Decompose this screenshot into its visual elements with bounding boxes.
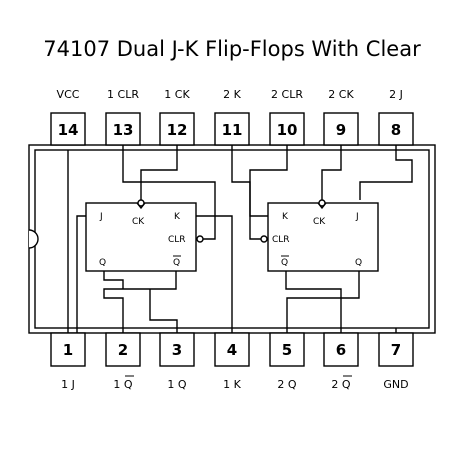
- wire-1-k: [196, 215, 233, 333]
- pin-14-number: 14: [58, 121, 79, 139]
- pin-3-box: [159, 332, 195, 367]
- wire-2-q: [286, 271, 360, 333]
- pin-8-number: 8: [391, 121, 401, 139]
- pin-2-number: 2: [118, 341, 128, 359]
- pin-8-label: 2 J: [389, 88, 403, 101]
- wire-2-clr: [249, 145, 288, 240]
- pin-9-number: 9: [336, 121, 346, 139]
- pin-13-box: [105, 112, 141, 146]
- pin-7-box: [378, 332, 414, 367]
- pin-11-number: 11: [222, 121, 243, 139]
- pin-3-number: 3: [172, 341, 182, 359]
- pin-5-number: 5: [282, 341, 292, 359]
- pin-10-label: 2 CLR: [271, 88, 303, 101]
- pin-5-box: [269, 332, 305, 367]
- wire-2-j: [359, 145, 413, 200]
- pin-10-box: [269, 112, 305, 146]
- pin-7-label: GND: [383, 378, 408, 391]
- pin-1-number: 1: [63, 341, 73, 359]
- ff2-k-label: K: [282, 212, 289, 222]
- ff1-q-label: Q: [99, 258, 106, 268]
- pin-3-label: 1 Q: [167, 378, 186, 391]
- pin-10-number: 10: [277, 121, 298, 139]
- pin-12-label: 1 CK: [164, 88, 190, 101]
- ff2-clr-label: CLR: [272, 235, 290, 245]
- pin-14-label: VCC: [57, 88, 80, 101]
- ff2-clr-bubble: [260, 235, 268, 243]
- wire-1-qbar: [103, 271, 177, 333]
- ff1-clr-bubble: [196, 235, 204, 243]
- ff2-ck-label: CK: [313, 217, 326, 227]
- pin-2-label: 1 Q: [113, 378, 132, 391]
- ff2-j-label: J: [355, 212, 359, 222]
- pin-6-number: 6: [336, 341, 346, 359]
- pin-9-label: 2 CK: [328, 88, 354, 101]
- ff1-clr-label: CLR: [168, 235, 186, 245]
- pin-9-box: [323, 112, 359, 146]
- pin-6-label: 2 Q: [331, 378, 350, 391]
- flipflop-2-box: [267, 202, 379, 272]
- pin-8-box: [378, 112, 414, 146]
- pin-1-box: [50, 332, 86, 367]
- wire-1-clr: [122, 145, 216, 240]
- pin-13-number: 13: [113, 121, 134, 139]
- wire-1-q-out: [149, 289, 178, 333]
- pin-7-number: 7: [391, 341, 401, 359]
- wire-1-q: [103, 271, 124, 289]
- flipflop-1-box: [85, 202, 197, 272]
- diagram-title: 74107 Dual J-K Flip-Flops With Clear: [43, 37, 421, 61]
- wire-2-ck: [321, 145, 342, 200]
- ff2-ck-triangle: [317, 202, 327, 210]
- pin-1-label: 1 J: [61, 378, 75, 391]
- ff2-qbar-label: Q: [281, 258, 288, 268]
- ff1-ck-triangle: [136, 202, 146, 210]
- ff1-j-label: J: [99, 212, 103, 222]
- pin-4-label: 1 K: [223, 378, 241, 391]
- pin-4-number: 4: [227, 341, 237, 359]
- pin-11-box: [214, 112, 250, 146]
- ff1-ck-label: CK: [132, 217, 145, 227]
- wire-1-j: [76, 215, 86, 333]
- pin-14-box: [50, 112, 86, 146]
- ff1-k-label: K: [174, 212, 181, 222]
- ff1-qbar-label: Q: [173, 258, 180, 268]
- ff2-q-label: Q: [355, 258, 362, 268]
- wire-2-qbar: [285, 271, 342, 333]
- pin-12-number: 12: [167, 121, 188, 139]
- pin-13-label: 1 CLR: [107, 88, 139, 101]
- pin-5-label: 2 Q: [277, 378, 296, 391]
- wire-1-ck: [140, 145, 178, 200]
- pin-11-label: 2 K: [223, 88, 241, 101]
- chip-notch: [28, 229, 39, 249]
